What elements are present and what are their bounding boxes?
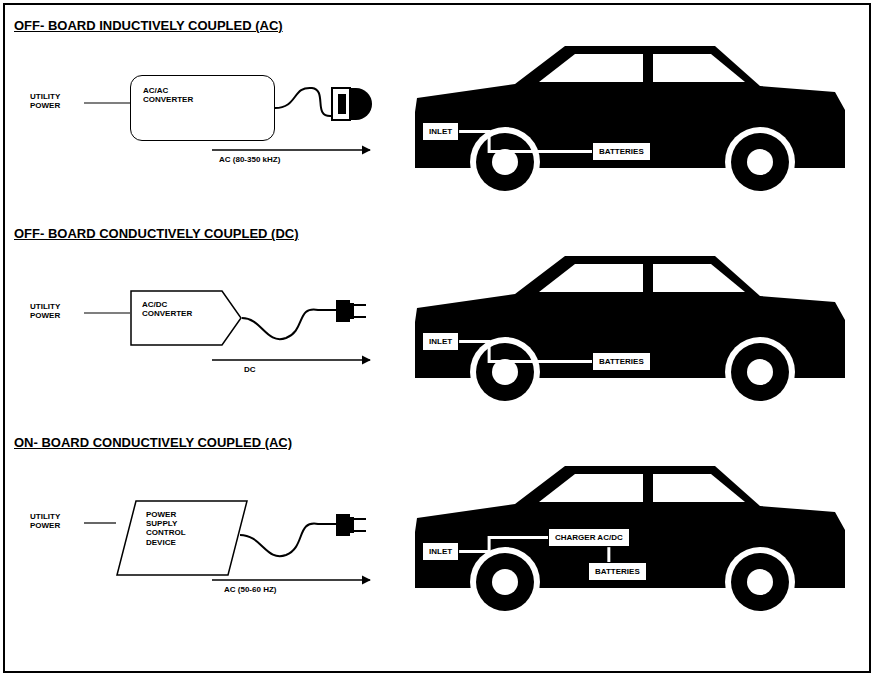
converter-box: AC/DC CONVERTER	[130, 290, 242, 346]
section-heading: ON- BOARD CONDUCTIVELY COUPLED (AC)	[14, 435, 292, 450]
box-label: INLET	[429, 127, 452, 136]
box-label: AC/DC CONVERTER	[142, 300, 204, 318]
frequency-label: AC (50-60 HZ)	[222, 585, 278, 594]
inlet-box: INLET	[422, 332, 459, 351]
battery-box: BATTERIES	[592, 352, 651, 371]
car-silhouette	[415, 466, 845, 617]
car-silhouette	[415, 46, 845, 197]
flow-arrow	[212, 149, 370, 150]
charger-box: CHARGER AC/DC	[548, 528, 630, 547]
battery-box: BATTERIES	[592, 142, 651, 161]
wire-connector	[459, 132, 592, 152]
source-label: UTILITY POWER	[30, 92, 82, 110]
source-label: UTILITY POWER	[30, 512, 82, 530]
section-heading: OFF- BOARD CONDUCTIVELY COUPLED (DC)	[14, 226, 299, 241]
wire-connector	[607, 547, 610, 562]
plug-prong	[354, 518, 366, 520]
box-label: INLET	[429, 547, 452, 556]
battery-box: BATTERIES	[588, 562, 647, 581]
wire-connector	[459, 342, 592, 362]
inductive-paddle	[350, 88, 372, 120]
plug-prong	[354, 304, 366, 306]
box-outline	[131, 291, 241, 345]
box-label: BATTERIES	[599, 357, 644, 366]
cable	[242, 310, 336, 340]
box-outline	[117, 501, 247, 575]
inductive-paddle	[332, 88, 350, 120]
converter-box: AC/AC CONVERTER	[130, 75, 275, 141]
box-label: POWER SUPPLY CONTROL DEVICE	[146, 510, 208, 547]
cable	[240, 524, 336, 557]
box-label: CHARGER AC/DC	[555, 533, 623, 542]
box-label: INLET	[429, 337, 452, 346]
inlet-box: INLET	[422, 122, 459, 141]
power-line	[84, 312, 130, 313]
inlet-box: INLET	[422, 542, 459, 561]
box-outline	[116, 500, 248, 576]
section-heading: OFF- BOARD INDUCTIVELY COUPLED (AC)	[14, 18, 283, 33]
car-silhouette	[415, 256, 845, 407]
plug	[350, 303, 354, 319]
plug	[350, 517, 354, 533]
plug-prong	[354, 530, 366, 532]
current-label: DC	[242, 365, 258, 374]
box-label: BATTERIES	[595, 567, 640, 576]
cable	[275, 88, 332, 116]
plug	[336, 514, 350, 536]
power-line	[84, 102, 130, 103]
plug	[336, 300, 350, 322]
box-label: BATTERIES	[599, 147, 644, 156]
flow-arrow	[212, 579, 370, 580]
source-label: UTILITY POWER	[30, 302, 82, 320]
wire-connector	[459, 538, 548, 552]
inductive-paddle	[338, 94, 346, 114]
power-line	[84, 522, 116, 523]
control-device-box: POWER SUPPLY CONTROL DEVICE	[116, 500, 248, 576]
plug-prong	[354, 316, 366, 318]
frequency-label: AC (80-350 kHZ)	[217, 155, 282, 164]
box-label: AC/AC CONVERTER	[143, 86, 205, 104]
flow-arrow	[212, 359, 370, 360]
